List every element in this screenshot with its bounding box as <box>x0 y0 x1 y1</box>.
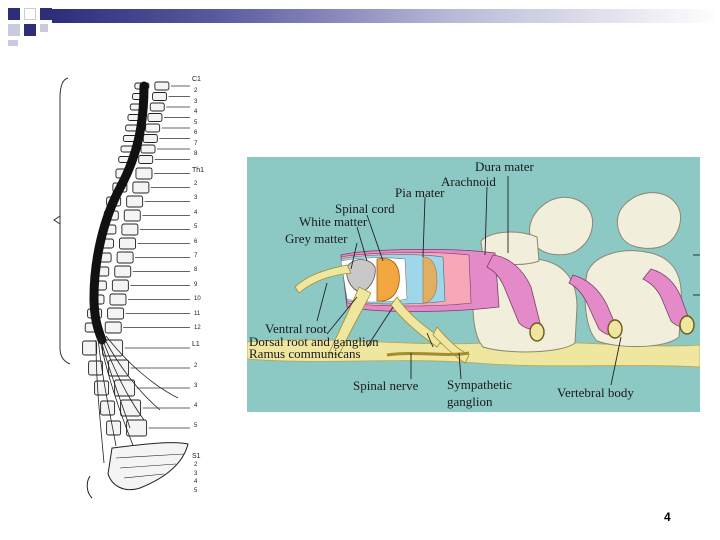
vertebra <box>132 181 150 194</box>
vertebra-number: 7 <box>194 140 198 147</box>
vertebra-number: 4 <box>194 403 198 409</box>
vertebra <box>142 134 158 143</box>
vertebra-number: 12 <box>194 325 201 331</box>
sympathetic-label-line2: ganglion <box>447 394 493 409</box>
vertebra <box>120 399 142 417</box>
cervical-top-label: C1 <box>192 76 201 83</box>
vertebra-number: 5 <box>194 423 198 429</box>
header-square <box>8 8 20 20</box>
vertebra-number: 3 <box>194 470 198 477</box>
vertebra <box>126 195 144 208</box>
vertebra-number: 10 <box>194 296 201 303</box>
vertebra <box>114 265 132 278</box>
vertebra-number: 7 <box>194 253 198 259</box>
vertebra-process <box>82 340 98 356</box>
sympathetic-label-line1: Sympathetic <box>447 377 512 392</box>
header-gradient-bar <box>52 9 720 23</box>
spine-drawing <box>53 77 190 499</box>
vertebra <box>138 155 154 164</box>
vertebra <box>109 293 127 306</box>
spine-figure: C1 Th1 L1 S1 2 3 4 5 6 7 8 2 3 4 5 6 7 8 9 10 11 12 2 3 4 5 2 3… <box>20 68 220 502</box>
vertebra-number: 3 <box>194 383 198 389</box>
dorsal-root-label: Dorsal root and ganglion <box>249 334 379 349</box>
vertebral-body-label: Vertebral body <box>557 385 634 400</box>
vertebra <box>123 209 141 222</box>
vertebra <box>116 251 134 264</box>
dura-mater-label: Dura mater <box>475 159 534 174</box>
vertebra-number: 9 <box>194 281 198 288</box>
ramus-communicans-label: Ramus communicans <box>249 346 361 361</box>
vertebra-number: 4 <box>194 109 198 115</box>
vertebra-number: 4 <box>194 209 198 216</box>
vertebra-number: 3 <box>194 98 198 105</box>
page-number: 4 <box>664 510 671 524</box>
spinal-nerve-label: Spinal nerve <box>353 378 419 393</box>
header-square <box>40 24 48 32</box>
sacral-top-label: S1 <box>192 453 201 460</box>
vertebra <box>121 223 139 236</box>
vertebra-number: 5 <box>194 119 198 126</box>
header-square <box>24 24 36 36</box>
vertebra <box>107 307 125 320</box>
header-square <box>24 8 36 20</box>
vertebra <box>119 237 136 250</box>
vertebra <box>108 359 130 377</box>
vertebra-number: 5 <box>194 224 198 231</box>
vertebra-number: 2 <box>194 462 198 468</box>
vertebra <box>152 92 168 101</box>
vertebra <box>104 321 122 334</box>
vertebra-number: 6 <box>194 238 198 245</box>
vertebra <box>140 144 156 154</box>
vertebra-number: 5 <box>194 487 198 494</box>
lumbar-top-label: L1 <box>192 341 200 348</box>
vertebra-number: 3 <box>194 195 198 202</box>
cross-section-drawing <box>247 176 700 386</box>
thoracic-top-label: Th1 <box>192 167 205 174</box>
vertebra-process <box>94 380 110 396</box>
vertebra-number: 8 <box>194 151 198 157</box>
vertebra-number: 2 <box>194 363 198 369</box>
vertebra-number: 2 <box>194 88 198 94</box>
spinal-cross-section: Dura mater Arachnoid Pia mater Spinal co… <box>247 157 700 412</box>
vertebra-number: 8 <box>194 267 198 274</box>
vertebra <box>149 102 165 112</box>
arachnoid-label: Arachnoid <box>441 174 496 189</box>
grey-matter-label: Grey matter <box>285 231 348 246</box>
white-matter-label: White matter <box>299 214 368 229</box>
vertebra <box>135 167 153 180</box>
vertebra <box>147 113 163 122</box>
header-square <box>40 8 52 20</box>
vertebra-number: 2 <box>194 181 198 187</box>
header-square <box>8 24 20 36</box>
header-decoration <box>0 0 60 60</box>
vertebra-number: 4 <box>194 479 198 485</box>
ventral-root-label: Ventral root <box>265 321 327 336</box>
vertebra <box>111 279 129 292</box>
spinal-cord-label: Spinal cord <box>335 201 395 216</box>
vertebra-number: 11 <box>194 310 201 317</box>
vertebra <box>154 81 170 91</box>
vertebra <box>145 123 161 133</box>
vertebra-number: 6 <box>194 130 198 136</box>
header-square <box>8 40 18 46</box>
vertebra-process <box>88 360 104 376</box>
pia-mater-label: Pia mater <box>395 185 445 200</box>
